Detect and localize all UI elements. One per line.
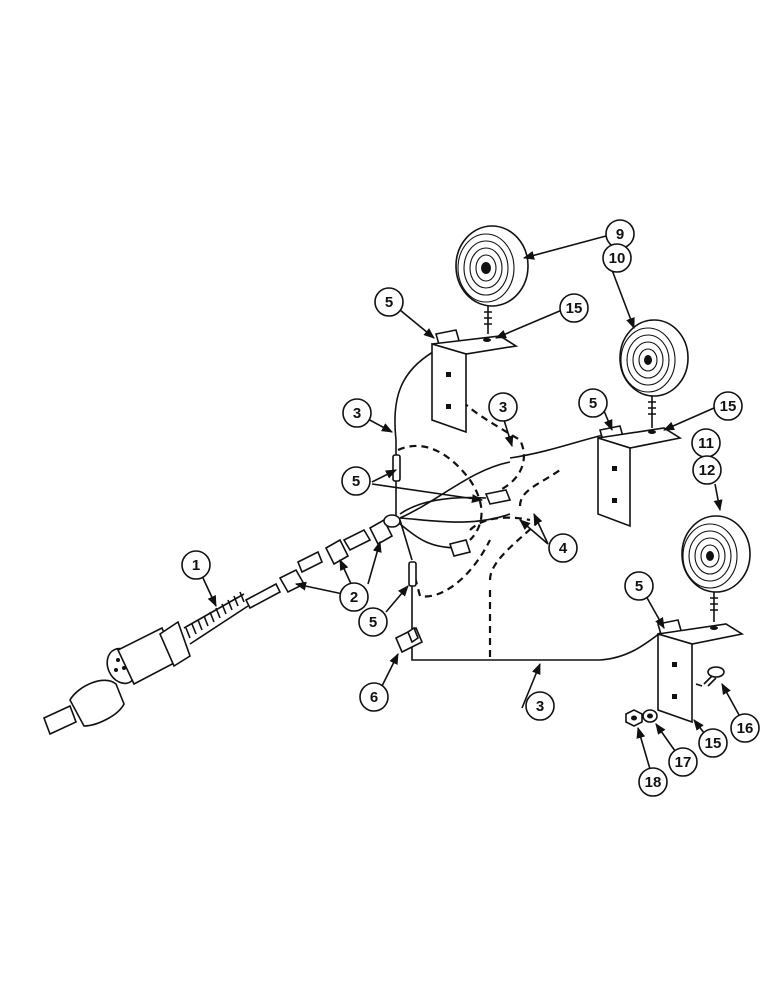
callout-15-top: 15 [559,293,589,323]
svg-text:5: 5 [385,294,393,311]
callout-2: 2 [339,582,369,612]
mounting-bracket-middle [597,427,683,528]
svg-text:4: 4 [559,540,568,557]
svg-text:1: 1 [192,557,200,574]
svg-text:15: 15 [566,300,583,317]
svg-text:5: 5 [589,395,597,412]
callout-16: 16 [730,713,760,743]
callout-5-terminals: 5 [341,466,371,496]
lamp-bottom [681,515,751,622]
svg-text:3: 3 [536,698,544,715]
callout-12: 12 [692,455,722,485]
lamp-top [455,225,529,334]
nut-part-18 [625,709,643,727]
svg-text:5: 5 [635,578,643,595]
leader-lines [202,235,745,777]
svg-text:5: 5 [352,473,360,490]
svg-text:17: 17 [675,754,692,771]
terminal-part-6 [394,626,424,654]
lamp-middle [619,319,689,428]
callout-1: 1 [181,550,211,580]
mounting-bracket-bottom [657,623,745,724]
mounting-bracket-top [431,335,519,434]
callout-10: 10 [602,243,632,273]
svg-text:15: 15 [705,735,722,752]
svg-text:5: 5 [369,614,377,631]
trailer-plug-connector [42,582,282,736]
svg-text:2: 2 [350,589,358,606]
svg-text:11: 11 [698,435,714,452]
svg-text:6: 6 [370,689,378,706]
callout-5-top-bracket: 5 [374,287,404,317]
callout-3-upper-middle: 3 [488,392,518,422]
callout-15-bottom: 15 [698,728,728,758]
callout-17: 17 [668,747,698,777]
svg-text:18: 18 [645,774,662,791]
callout-18: 18 [638,767,668,797]
svg-text:3: 3 [353,405,361,422]
washer-part-17 [642,709,658,723]
callout-6: 6 [359,682,389,712]
callout-11: 11 [691,428,721,458]
svg-text:16: 16 [737,720,754,737]
callout-5-bottom-bracket: 5 [624,571,654,601]
callout-3-upper-left: 3 [342,398,372,428]
svg-text:10: 10 [609,250,626,267]
callout-5-lower-left: 5 [358,607,388,637]
svg-text:3: 3 [499,399,507,416]
callout-5-middle-bracket: 5 [578,388,608,418]
svg-text:9: 9 [616,226,624,243]
svg-text:12: 12 [699,462,716,479]
grommet-clips [278,514,401,594]
screw-part-16 [695,666,725,687]
callout-4: 4 [548,533,578,563]
svg-text:15: 15 [720,398,737,415]
callout-3-bottom: 3 [525,691,555,721]
callout-15-middle: 15 [713,391,743,421]
